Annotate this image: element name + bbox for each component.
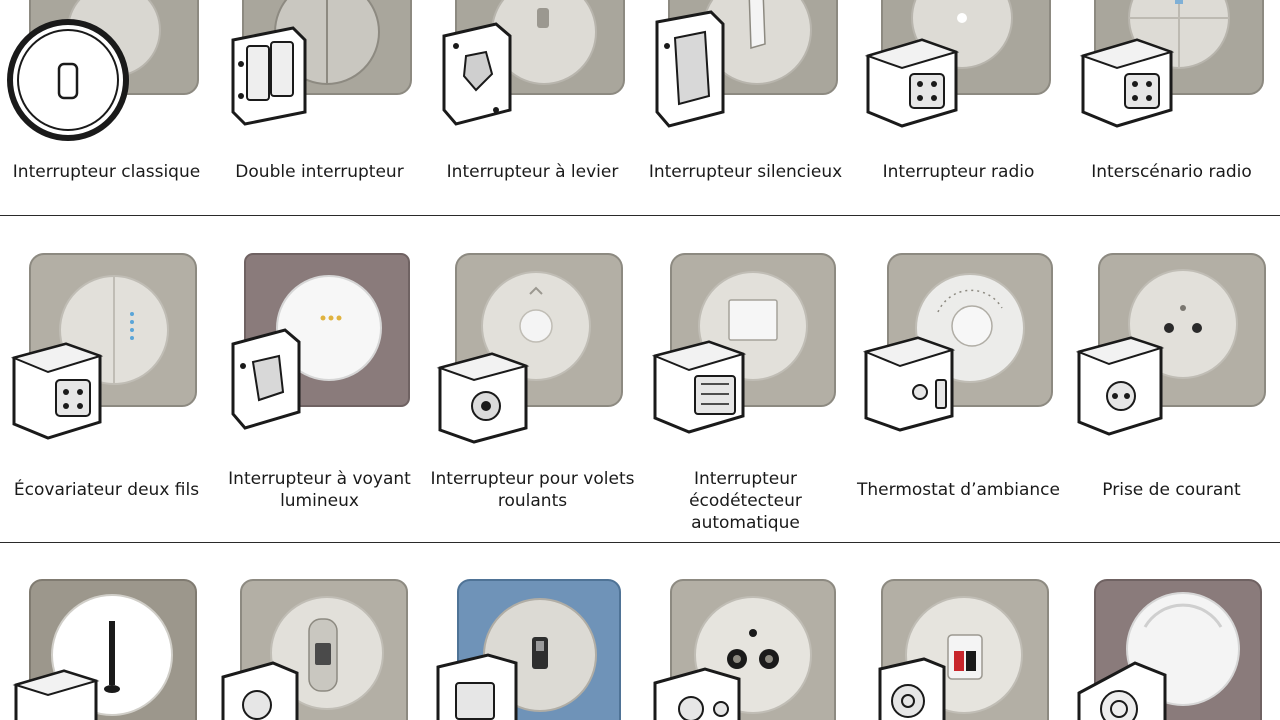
indicator-switch-icon [231, 253, 410, 430]
product-label: Prise de courant [1102, 480, 1241, 500]
motion-detector-icon [651, 253, 836, 434]
product-card-dimmer[interactable]: Écovariateur deux fils [0, 216, 213, 542]
radio-scenario-icon [1079, 0, 1264, 128]
product-label: Interrupteur pour volets roulants [426, 468, 639, 512]
product-label-line-2: automatique [691, 513, 800, 533]
product-card-usb-charger[interactable] [426, 543, 639, 720]
classic-switch-icon [7, 0, 199, 141]
product-label: Double interrupteur [235, 162, 404, 182]
radio-switch-icon [864, 0, 1051, 128]
lever-switch-icon [442, 0, 625, 126]
dimmer-icon [10, 253, 197, 440]
product-label: Interscénario radio [1091, 162, 1252, 182]
product-card-motion-detector[interactable]: Interrupteur écodétecteur automatique [639, 216, 852, 542]
rj45-socket-icon [221, 579, 408, 720]
thermostat-icon [862, 253, 1053, 432]
product-row-2: Écovariateur deux fils Interrupteur à vo… [0, 216, 1280, 542]
product-label-line-2: roulants [497, 491, 568, 511]
shutter-switch-icon [436, 253, 623, 444]
product-row-1: Interrupteur classique Double interrupte… [0, 0, 1280, 215]
product-card-lever-switch[interactable]: Interrupteur à levier [426, 0, 639, 215]
product-card-tv-socket[interactable] [639, 543, 852, 720]
product-label: Interrupteur radio [882, 162, 1035, 182]
power-outlet-icon [1075, 253, 1266, 436]
cable-outlet-icon [1077, 579, 1262, 720]
product-card-radio-scenario[interactable]: Interscénario radio [1065, 0, 1278, 215]
product-label: Thermostat d’ambiance [857, 480, 1060, 500]
double-switch-icon [231, 0, 412, 126]
product-card-power-outlet[interactable]: Prise de courant [1065, 216, 1278, 542]
product-card-double-switch[interactable]: Double interrupteur [213, 0, 426, 215]
usb-charger-icon [436, 579, 621, 720]
product-label: Interrupteur classique [12, 162, 201, 182]
product-card-thermostat[interactable]: Thermostat d’ambiance [852, 216, 1065, 542]
product-row-3 [0, 543, 1280, 720]
product-label-line-1: Interrupteur écodétecteur [689, 469, 802, 511]
product-label: Interrupteur silencieux [648, 162, 843, 182]
product-card-indicator-switch[interactable]: Interrupteur à voyant lumineux [213, 216, 426, 542]
product-label-line-1: Interrupteur à voyant [228, 469, 411, 489]
product-label: Écovariateur deux fils [13, 480, 200, 500]
silent-switch-icon [655, 0, 838, 128]
product-card-cable-outlet[interactable] [1065, 543, 1278, 720]
product-label-line-1: Interrupteur pour volets [430, 469, 635, 489]
product-card-classic-switch[interactable]: Interrupteur classique [0, 0, 213, 215]
product-card-radio-switch[interactable]: Interrupteur radio [852, 0, 1065, 215]
product-label: Interrupteur à voyant lumineux [213, 468, 426, 512]
row-divider [0, 542, 1280, 543]
product-label-line-2: lumineux [280, 491, 359, 511]
pull-cord-switch-icon [12, 579, 197, 720]
product-label: Interrupteur à levier [446, 162, 619, 182]
row-divider [0, 215, 1280, 216]
product-label: Interrupteur écodétecteur automatique [639, 468, 852, 534]
product-card-pull-cord-switch[interactable] [0, 543, 213, 720]
product-card-silent-switch[interactable]: Interrupteur silencieux [639, 0, 852, 215]
speaker-socket-icon [878, 579, 1049, 720]
product-card-shutter-switch[interactable]: Interrupteur pour volets roulants [426, 216, 639, 542]
tv-socket-icon [653, 579, 836, 720]
product-card-rj45-socket[interactable] [213, 543, 426, 720]
product-card-speaker-socket[interactable] [852, 543, 1065, 720]
